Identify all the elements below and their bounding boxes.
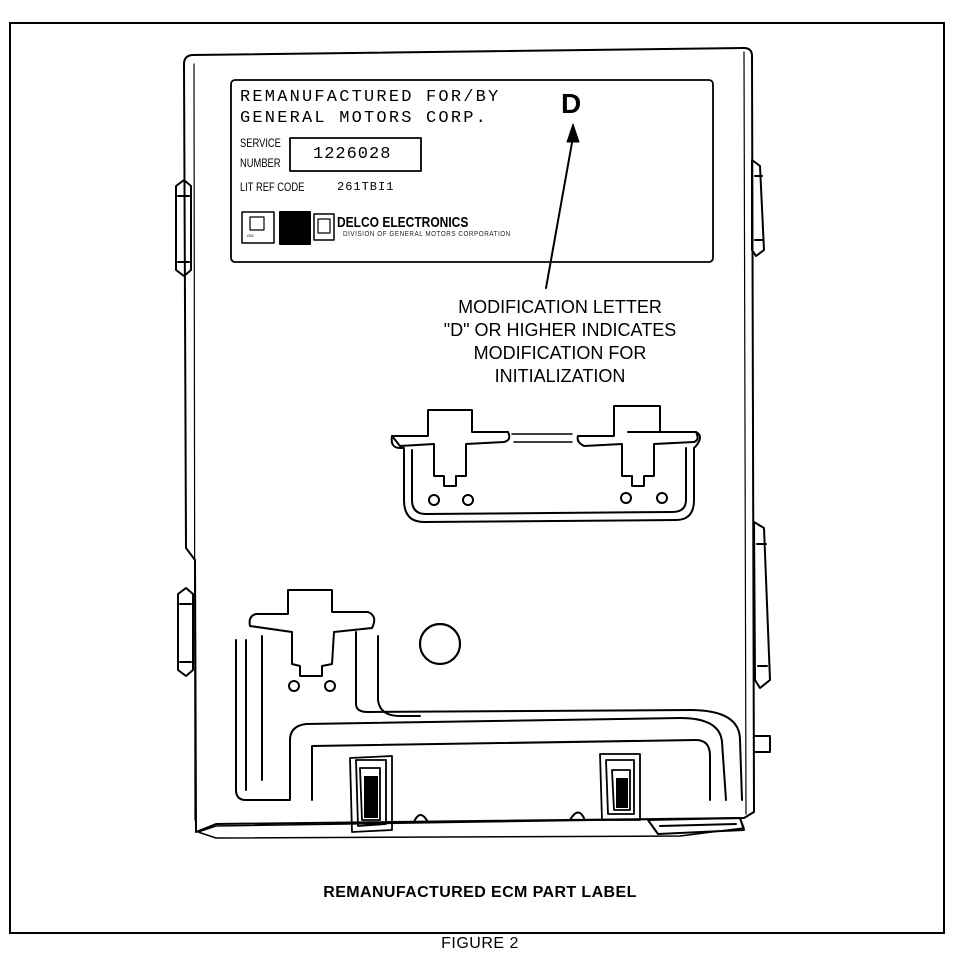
connector-bracket-center — [390, 431, 701, 523]
callout-line-2: "D" OR HIGHER INDICATES — [443, 320, 677, 340]
callout-line-1: MODIFICATION LETTER — [458, 297, 662, 317]
pin-left — [391, 409, 511, 487]
figure-number: FIGURE 2 — [441, 935, 519, 952]
ecm-housing-inner-edge — [193, 63, 196, 821]
delco-subtitle: DIVISION OF GENERAL MOTORS CORPORATION — [343, 231, 511, 238]
left-tab-lower — [177, 587, 194, 677]
number-word: NUMBER — [240, 156, 281, 170]
part-label-sticker — [230, 79, 714, 263]
hole-5 — [288, 680, 300, 692]
right-tab-upper — [751, 159, 765, 257]
figure-frame — [9, 22, 945, 934]
right-tab-small — [753, 735, 771, 753]
connector-bracket-center-inner — [411, 447, 687, 515]
label-line-remanufactured: REMANUFACTURED FOR/BY — [240, 88, 501, 107]
pin-right — [576, 405, 699, 487]
pin-link-dashes — [511, 433, 573, 443]
gm-mark-box — [241, 211, 275, 244]
right-tab-lower — [753, 521, 771, 689]
hole-2 — [462, 494, 474, 506]
ecm-housing-right-edge — [743, 51, 747, 815]
bottom-channel-mid — [311, 739, 711, 801]
callout-arrow-head — [566, 123, 580, 143]
callout-line-3: MODIFICATION FOR — [473, 343, 647, 363]
lit-ref-code-label: LIT REF CODE — [240, 180, 305, 194]
hole-4 — [656, 492, 668, 504]
gm-mark-inner — [249, 216, 265, 231]
bottom-channel-outer — [235, 639, 727, 801]
notch-right — [569, 811, 585, 821]
delco-brand: DELCO ELECTRONICS — [337, 214, 469, 231]
bottom-channel-inner — [261, 631, 743, 801]
bottom-channel-rail — [245, 635, 421, 791]
callout-text: MODIFICATION LETTER "D" OR HIGHER INDICA… — [400, 296, 720, 388]
modification-letter: D — [561, 88, 582, 119]
latch-left-fill — [364, 776, 378, 818]
latch-left — [349, 755, 393, 833]
black-square — [279, 211, 311, 245]
round-port — [418, 622, 462, 666]
bottom-right-clip — [647, 817, 745, 835]
hole-3 — [620, 492, 632, 504]
callout-line-4: INITIALIZATION — [494, 366, 626, 386]
service-number-value: 1226028 — [313, 145, 392, 164]
latch-right-fill — [616, 778, 628, 808]
label-line-general-motors: GENERAL MOTORS CORP. — [240, 109, 489, 128]
hole-6 — [324, 680, 336, 692]
left-tab-upper — [175, 179, 192, 277]
gm-mark-text: GM — [247, 233, 254, 238]
service-number-box — [289, 137, 422, 172]
hole-1 — [428, 494, 440, 506]
gm-logo-inner — [317, 218, 331, 234]
notch-left — [413, 814, 429, 823]
callout-arrow-line — [545, 136, 574, 289]
figure-caption: REMANUFACTURED ECM PART LABEL — [323, 884, 637, 901]
latch-right — [599, 753, 641, 821]
lit-ref-code-value: 261TBI1 — [337, 180, 395, 194]
service-word: SERVICE — [240, 136, 281, 150]
gm-logo-box — [313, 213, 335, 241]
bottom-pin — [248, 589, 376, 677]
